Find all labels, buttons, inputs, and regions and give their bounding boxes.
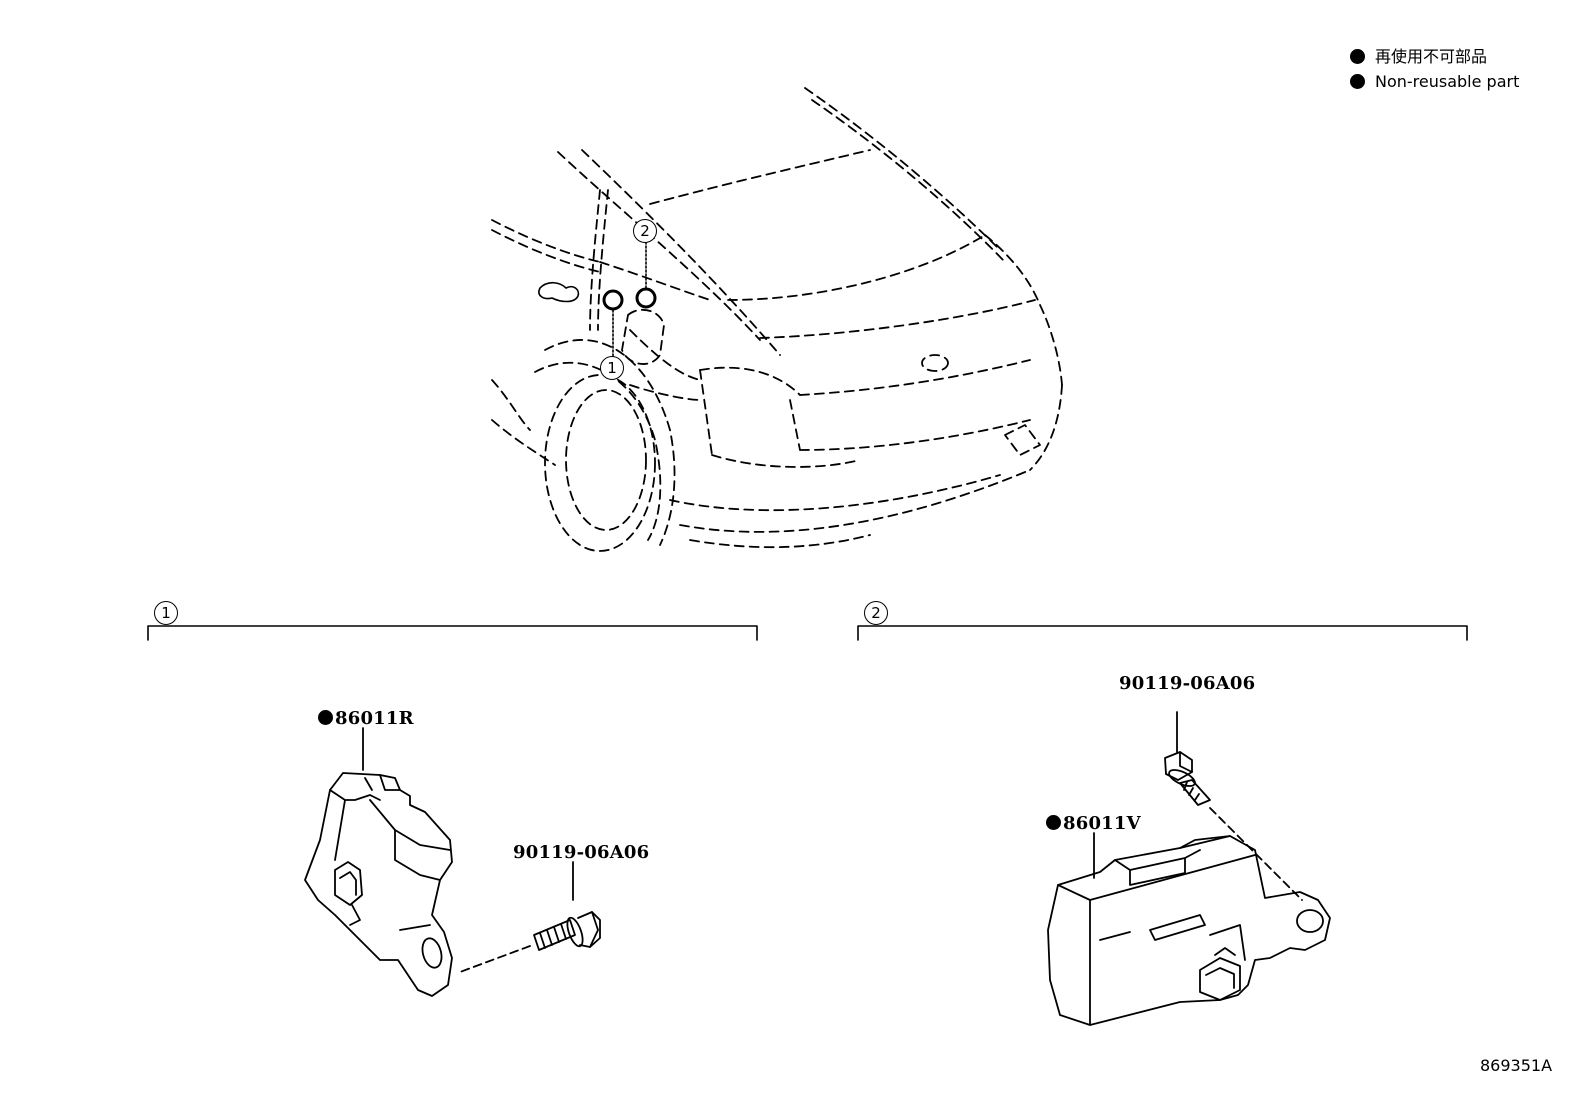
part-label-bolt-section2: 90119-06A06	[1119, 673, 1256, 694]
legend: 再使用不可部品 Non-reusable part	[1350, 44, 1519, 94]
bolt-90119-06a06-section1	[459, 861, 601, 973]
part-number-86011v: 86011V	[1063, 813, 1141, 834]
non-reusable-dot-icon	[1350, 49, 1365, 64]
non-reusable-dot-icon	[318, 710, 333, 725]
callout-1-vehicle: 1	[600, 356, 624, 380]
sensor-86011r-illustration	[304, 727, 453, 997]
part-label-86011v: 86011V	[1046, 813, 1141, 834]
door-handle	[538, 281, 580, 303]
legend-row-en: Non-reusable part	[1350, 69, 1519, 94]
section-1-number: 1	[154, 601, 178, 625]
callout-2-vehicle: 2	[633, 219, 657, 243]
non-reusable-dot-icon	[1350, 74, 1365, 89]
sensor-location-markers	[602, 287, 657, 311]
section-brackets	[147, 625, 1468, 641]
legend-label-ja: 再使用不可部品	[1375, 47, 1488, 66]
legend-row-ja: 再使用不可部品	[1350, 44, 1519, 69]
callout-leaders	[612, 241, 647, 358]
vehicle-outline	[491, 87, 1063, 552]
sensor-86011v-illustration	[1047, 832, 1331, 1026]
legend-label-en: Non-reusable part	[1375, 72, 1520, 91]
illustration-id: 869351A	[1480, 1056, 1553, 1075]
part-label-86011r: 86011R	[318, 708, 414, 729]
part-label-bolt-section1: 90119-06A06	[513, 842, 650, 863]
part-number-86011r: 86011R	[335, 708, 414, 729]
section-2-number: 2	[864, 601, 888, 625]
non-reusable-dot-icon	[1046, 815, 1061, 830]
